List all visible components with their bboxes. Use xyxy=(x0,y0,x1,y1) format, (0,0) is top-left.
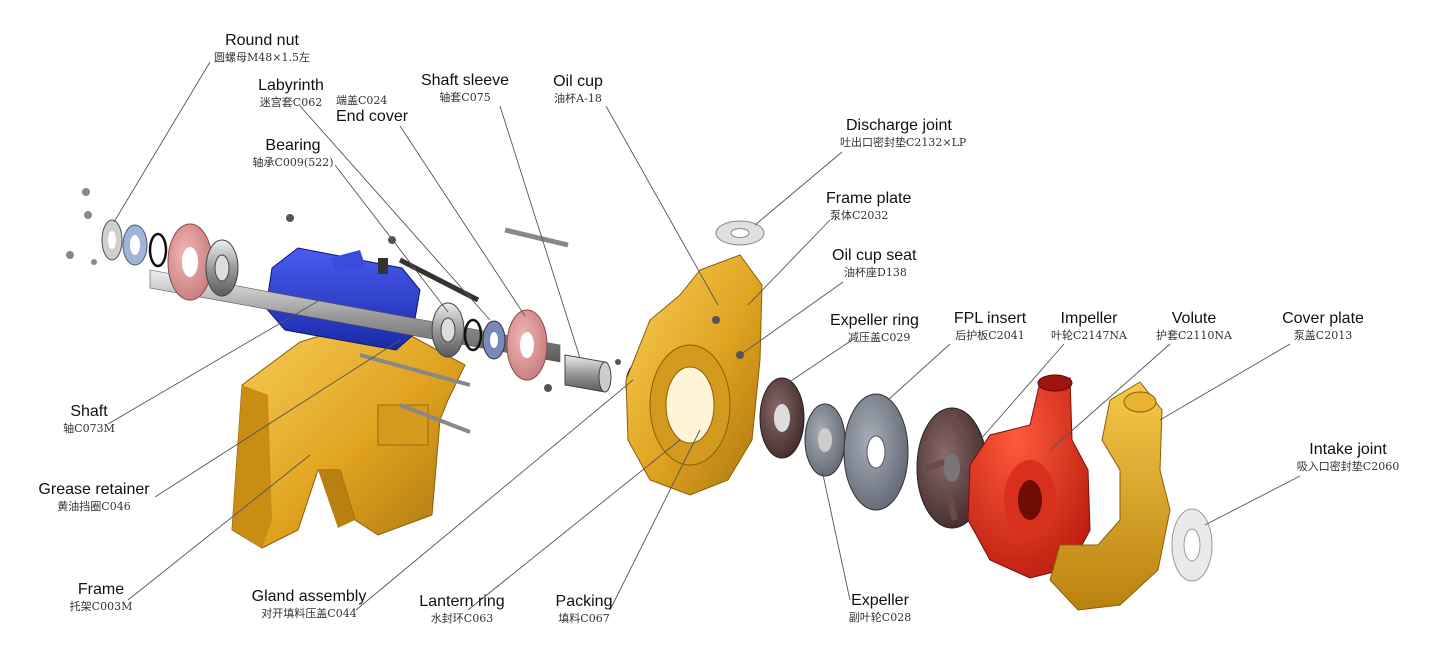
bolt-part xyxy=(504,227,569,248)
o-ring-part xyxy=(463,318,483,352)
o-ring-part xyxy=(148,232,168,268)
end-cover-left-part xyxy=(167,223,213,301)
leader-lines xyxy=(107,61,1301,611)
intake-joint-part xyxy=(1171,508,1213,582)
lock-washer-part xyxy=(122,224,148,266)
expeller-part xyxy=(804,403,846,477)
expeller-ring-part xyxy=(759,377,805,459)
fpl-insert-part xyxy=(843,393,909,511)
bearing-left-part xyxy=(205,239,239,297)
discharge-joint-part xyxy=(715,220,765,246)
round-nut-part xyxy=(101,219,123,261)
shaft-sleeve-part xyxy=(564,354,612,393)
bolt-part xyxy=(359,353,471,387)
bearing-right-part xyxy=(431,302,465,358)
frame-part xyxy=(231,317,466,549)
volute-part xyxy=(967,374,1091,579)
labyrinth-part xyxy=(482,320,506,360)
end-cover-right-part xyxy=(506,309,548,381)
cover-plate-part xyxy=(1049,381,1171,611)
frame-plate-part xyxy=(625,254,763,496)
bolt-part xyxy=(399,403,471,434)
